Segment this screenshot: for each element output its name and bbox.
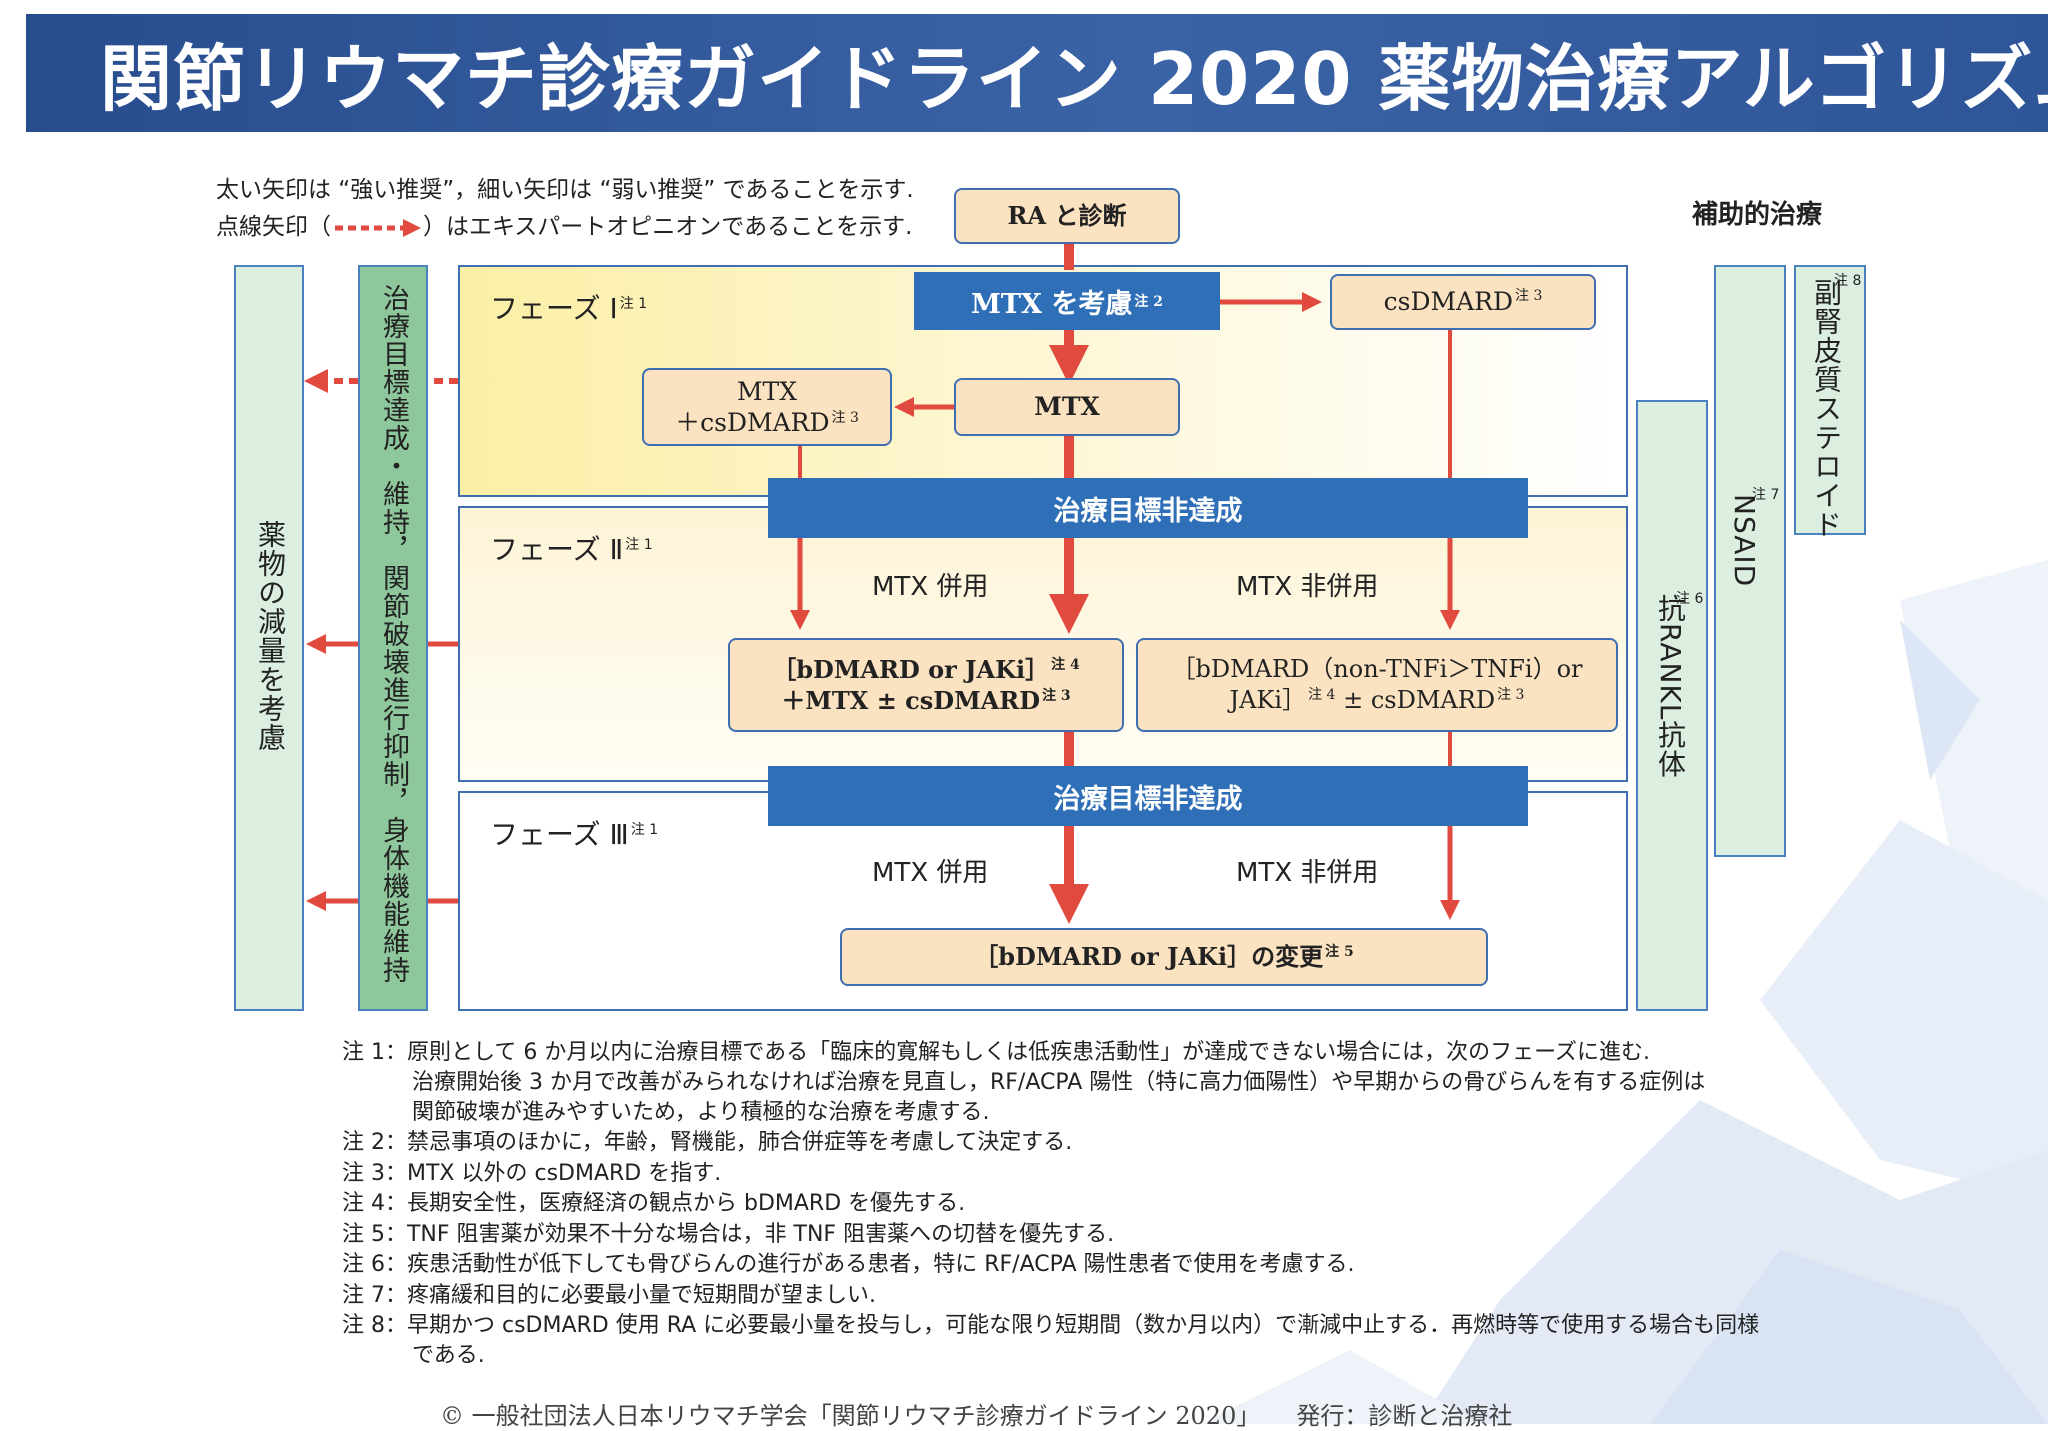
- dashed-arrow-icon: [335, 218, 421, 237]
- phase2-combo-note-1: 注 4: [1051, 656, 1080, 673]
- phase2-no-combo-note-a: 注 4: [1308, 687, 1336, 703]
- phase2-combo-note-2: 注 3: [1042, 688, 1071, 704]
- footnote-1-cont-2: 関節破壊が進みやすいため，より積極的な治療を考慮する.: [412, 1100, 990, 1125]
- footnote-2: 注 2：禁忌事項のほかに，年齢，腎機能，肺合併症等を考慮して決定する.: [342, 1130, 1073, 1155]
- phase3-change-text: ［bDMARD or JAKi］の変更: [974, 942, 1324, 972]
- nsaid-column: [1714, 265, 1786, 857]
- phase3-change-note: 注 5: [1325, 944, 1354, 961]
- consider-mtx-note: 注 2: [1134, 294, 1163, 310]
- phase-1-note: 注 1: [619, 295, 648, 312]
- footnote-5: 注 5：TNF 阻害薬が効果不十分な場合は，非 TNF 阻害薬への切替を優先する…: [342, 1222, 1115, 1247]
- anti-rankl-column: [1636, 400, 1708, 1011]
- mtx-no-combo-label-phase3: MTX 非併用: [1236, 858, 1379, 888]
- csdmard-note: 注 3: [1515, 288, 1543, 305]
- steroid-text: 副腎皮質ステロイド: [1810, 278, 1843, 539]
- mtx-combo-label-phase3: MTX 併用: [872, 858, 989, 888]
- nsaid-note: 注 7: [1752, 487, 1780, 503]
- title-banner: [26, 14, 2048, 132]
- reduce-drugs-column: [234, 265, 304, 1011]
- phase-1-text: フェーズ Ⅰ: [490, 292, 618, 325]
- phase2-combo-line-1: ［bDMARD or JAKi］: [772, 654, 1050, 684]
- anti-rankl-note: 注 6: [1676, 591, 1704, 607]
- nsaid-text: NSAID: [1728, 494, 1761, 588]
- phase-3-note: 注 1: [630, 821, 659, 838]
- legend-line-2-post: ）はエキスパートオピニオンであることを示す.: [423, 214, 913, 240]
- legend-line-2: 点線矢印（ ）はエキスパートオピニオンであることを示す.: [216, 207, 912, 241]
- mtx-plus-csdmard-note: 注 3: [831, 409, 859, 426]
- footnote-3: 注 3：MTX 以外の csDMARD を指す.: [342, 1161, 722, 1186]
- reduce-drugs-text: 薬物の減量を考慮: [254, 520, 287, 752]
- csdmard-text: csDMARD: [1383, 286, 1514, 316]
- goal-not-achieved-bar-1: 治療目標非達成: [768, 478, 1528, 538]
- anti-rankl-label: 抗RANKL抗体: [1654, 594, 1687, 779]
- footnote-6: 注 6：疾患活動性が低下しても骨びらんの進行がある患者，特に RF/ACPA 陽…: [342, 1252, 1355, 1277]
- phase-2-note: 注 1: [625, 536, 653, 553]
- mtx-plus-csdmard-line-2: ＋csDMARD: [675, 408, 830, 437]
- phase2-no-combo-line-1: ［bDMARD（non-TNFi＞TNFi）or: [1171, 654, 1583, 683]
- anti-rankl-text: 抗RANKL抗体: [1650, 594, 1690, 778]
- phase2-no-combo-line-2a: JAKi］: [1229, 686, 1307, 714]
- legend-line-1: 太い矢印は “強い推奨”，細い矢印は “弱い推奨” であることを示す.: [216, 177, 914, 203]
- footnote-4: 注 4：長期安全性，医療経済の観点から bDMARD を優先する.: [342, 1191, 966, 1216]
- aux-therapy-heading: 補助的治療: [1692, 200, 1823, 230]
- legend-line-2-pre: 点線矢印（: [216, 214, 331, 240]
- mtx-plus-csdmard-line-1: MTX: [736, 376, 798, 406]
- footnote-8-cont: である.: [412, 1343, 485, 1368]
- phase2-no-combo-note-b: 注 3: [1497, 687, 1525, 703]
- treatment-goal-text: 治療目標達成・維持，関節破壊進行抑制，身体機能維持: [378, 284, 409, 984]
- steroid-note: 注 8: [1834, 273, 1862, 289]
- treatment-goal-column: [358, 265, 428, 1011]
- goal-not-achieved-text-2: 治療目標非達成: [1053, 783, 1243, 815]
- footnote-8: 注 8：早期かつ csDMARD 使用 RA に必要最小量を投与し，可能な限り短…: [342, 1313, 1760, 1338]
- mtx-box: MTX: [954, 378, 1180, 436]
- mtx-text: MTX: [1034, 391, 1100, 421]
- phase2-no-combo-line-2b: ± csDMARD: [1343, 686, 1496, 714]
- goal-not-achieved-text-1: 治療目標非達成: [1053, 495, 1243, 527]
- phase-2-text: フェーズ Ⅱ: [490, 533, 624, 566]
- diagnosis-box: RA と診断: [954, 188, 1180, 244]
- mtx-combo-label-phase2: MTX 併用: [872, 572, 989, 602]
- footnote-7: 注 7：疼痛緩和目的に必要最小量で短期間が望ましい.: [342, 1283, 876, 1308]
- consider-mtx-text: MTX を考慮: [971, 288, 1133, 320]
- consider-mtx-box: MTX を考慮注 2: [914, 272, 1220, 330]
- phase3-change-box: ［bDMARD or JAKi］の変更注 5: [840, 928, 1488, 986]
- phase2-combo-line-2: ＋MTX ± csDMARD: [781, 686, 1041, 715]
- phase2-no-combo-box: ［bDMARD（non-TNFi＞TNFi）or JAKi］注 4 ± csDM…: [1136, 638, 1618, 732]
- phase-3-text: フェーズ Ⅲ: [490, 818, 629, 851]
- footnote-1-cont-1: 治療開始後 3 か月で改善がみられなければ治療を見直し，RF/ACPA 陽性（特…: [412, 1070, 1706, 1095]
- steroid-column: [1794, 265, 1866, 535]
- footnote-1: 注 1：原則として 6 か月以内に治療目標である「臨床的寛解もしくは低疾患活動性…: [342, 1040, 1650, 1065]
- diagnosis-text: RA と診断: [1007, 201, 1127, 231]
- mtx-no-combo-label-phase2: MTX 非併用: [1236, 572, 1379, 602]
- goal-not-achieved-bar-2: 治療目標非達成: [768, 766, 1528, 826]
- page-title: 関節リウマチ診療ガイドライン 2020 薬物治療アルゴリズム: [100, 37, 2048, 121]
- copyright-footer: © 一般社団法人日本リウマチ学会「関節リウマチ診療ガイドライン 2020」 発行…: [440, 1402, 1513, 1430]
